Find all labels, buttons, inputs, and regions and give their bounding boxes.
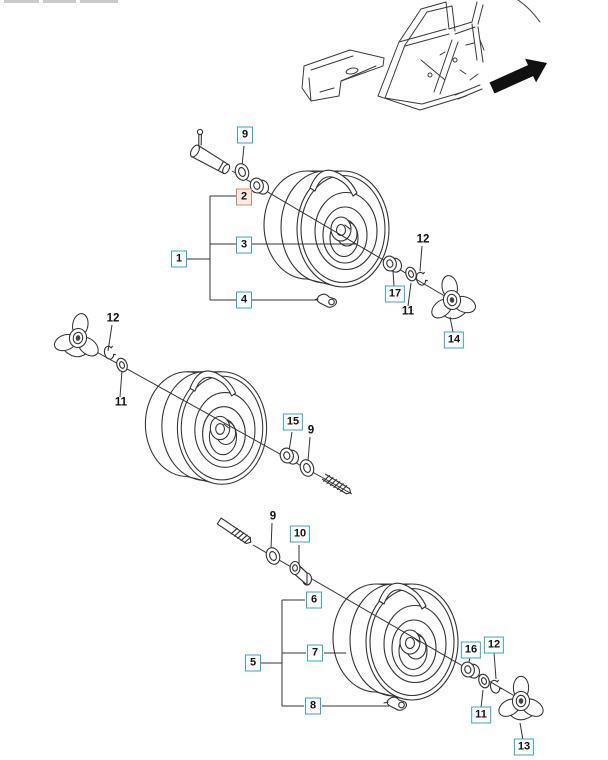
- callout-10[interactable]: 10: [289, 525, 311, 543]
- part-washer-9-middle[interactable]: [297, 457, 317, 479]
- part-wheel-bottom[interactable]: [332, 582, 459, 701]
- tab-fragment[interactable]: [80, 0, 118, 3]
- part-valve-4[interactable]: [313, 293, 338, 308]
- part-washer-11-middle[interactable]: [114, 356, 130, 374]
- tab-fragment[interactable]: [43, 0, 76, 3]
- callout-16[interactable]: 16: [460, 641, 482, 659]
- callout-1[interactable]: 1: [171, 250, 187, 268]
- part-clip-12-middle[interactable]: [102, 344, 117, 361]
- callout-5[interactable]: 5: [245, 654, 261, 672]
- threaded-rod-middle[interactable]: [321, 473, 353, 496]
- callout-9: 9: [307, 424, 315, 437]
- callout-11: 11: [401, 305, 415, 318]
- part-washer-9-bottom[interactable]: [263, 545, 283, 567]
- callout-11: 11: [114, 396, 128, 409]
- callout-14[interactable]: 14: [443, 331, 465, 349]
- part-nut-17[interactable]: [381, 252, 404, 276]
- callout-7[interactable]: 7: [307, 644, 323, 662]
- callout-9: 9: [269, 510, 277, 523]
- axle-bolt[interactable]: [189, 144, 232, 176]
- callout-3[interactable]: 3: [236, 236, 252, 254]
- callout-2[interactable]: 2: [236, 188, 252, 206]
- callout-12: 12: [416, 233, 430, 246]
- callout-15[interactable]: 15: [282, 413, 304, 431]
- callout-13[interactable]: 13: [513, 738, 535, 756]
- callout-4[interactable]: 4: [236, 291, 252, 309]
- bolt-bottom[interactable]: [216, 517, 253, 546]
- tab-fragment[interactable]: [4, 0, 39, 3]
- callout-12[interactable]: 12: [483, 636, 505, 654]
- part-washer-9-top[interactable]: [232, 161, 252, 183]
- chassis-frame-sketch: [301, 0, 541, 111]
- part-knob-14[interactable]: [422, 270, 481, 324]
- callout-9[interactable]: 9: [237, 126, 253, 144]
- callout-6[interactable]: 6: [306, 591, 322, 609]
- direction-arrow-icon: [489, 58, 547, 94]
- callout-11[interactable]: 11: [471, 706, 491, 724]
- part-spacer-10[interactable]: [289, 560, 313, 586]
- part-wheel-middle[interactable]: [144, 370, 268, 485]
- part-knob-13[interactable]: [495, 675, 547, 721]
- cotter-pin[interactable]: [196, 128, 204, 147]
- callout-8[interactable]: 8: [305, 697, 321, 715]
- part-clip-12-top[interactable]: [414, 270, 429, 287]
- part-clip-12-bottom[interactable]: [488, 678, 503, 695]
- callout-12: 12: [106, 312, 120, 325]
- callout-17[interactable]: 17: [384, 285, 406, 303]
- part-wheel-top[interactable]: [263, 169, 390, 288]
- part-nut-16[interactable]: [459, 658, 482, 682]
- part-washer-11-top[interactable]: [403, 265, 419, 283]
